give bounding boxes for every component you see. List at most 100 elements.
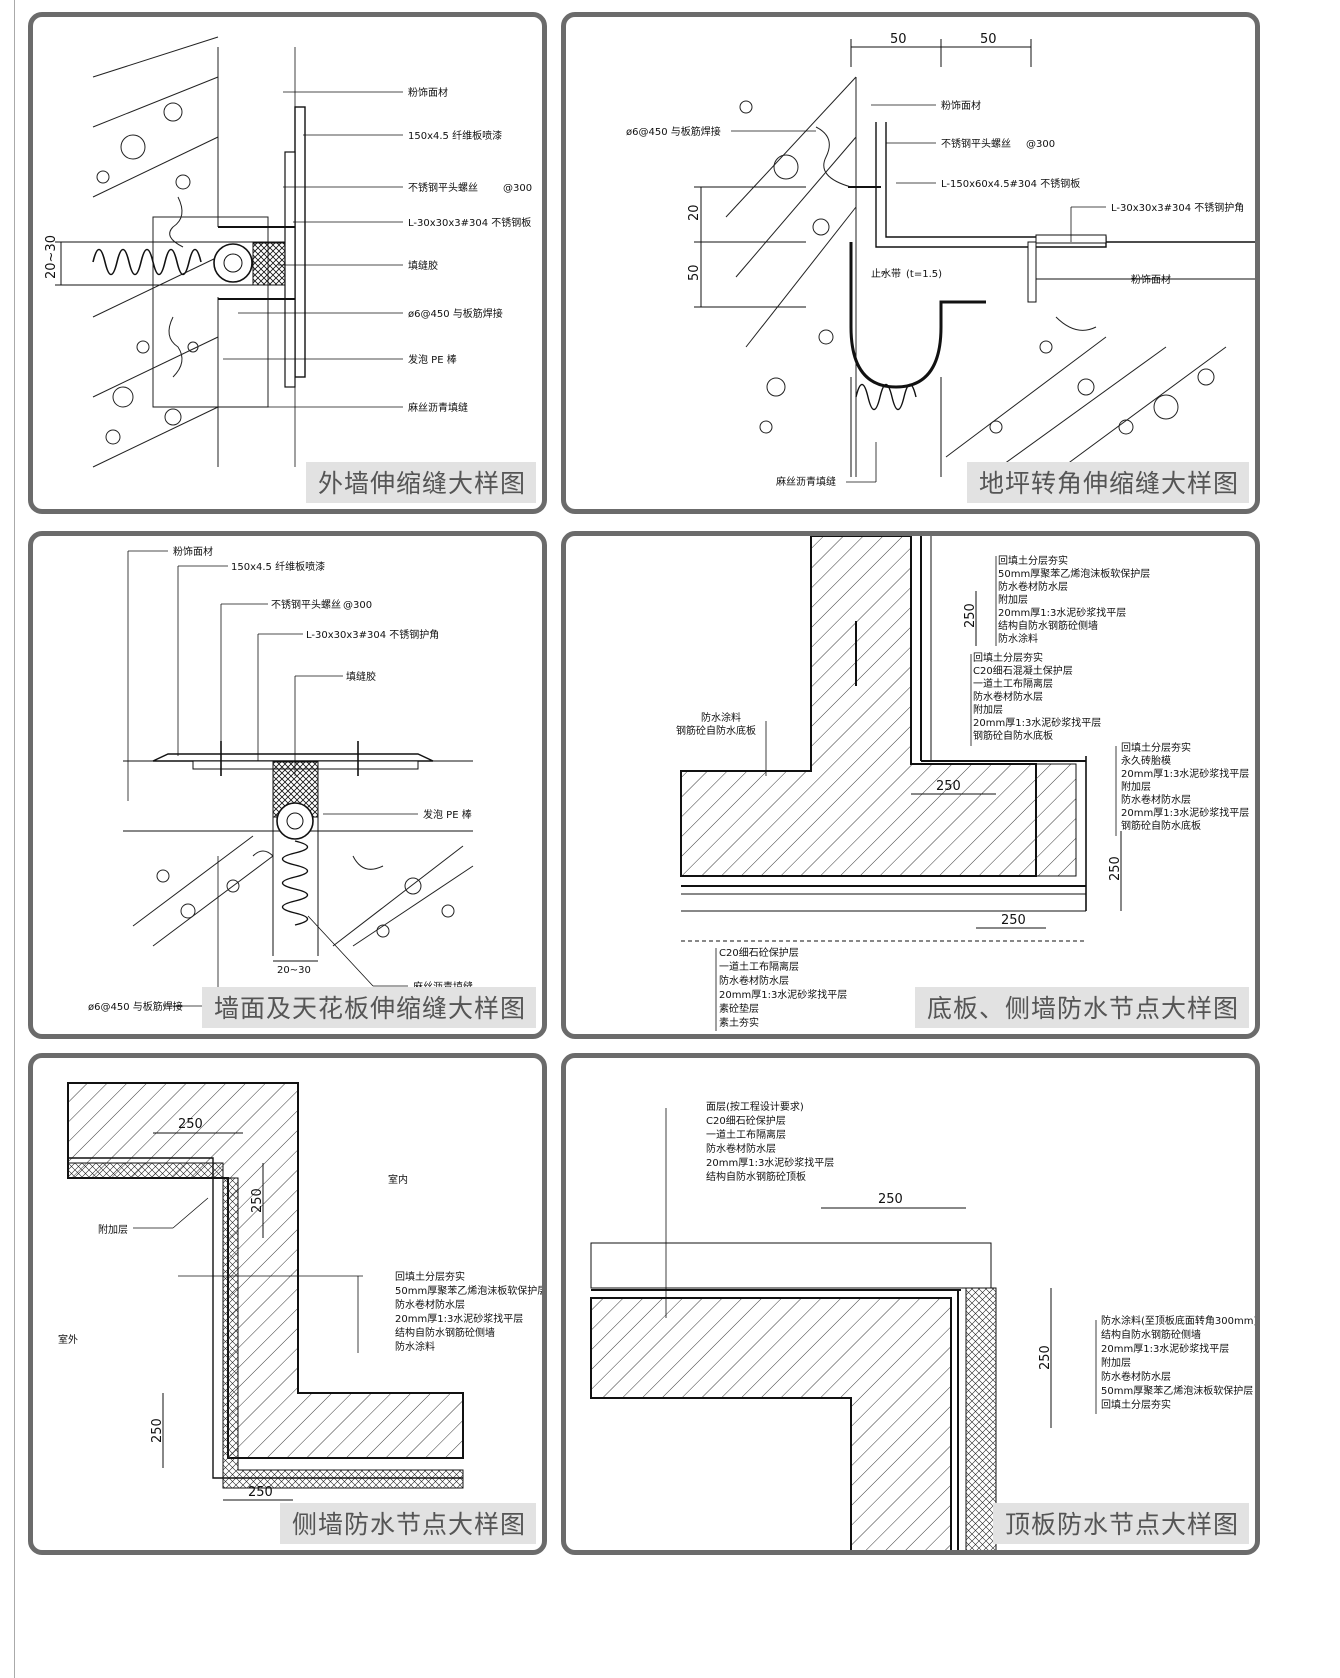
note: 50mm厚聚苯乙烯泡沫板软保护层 [998, 567, 1150, 580]
label-screw-spacing: @300 [503, 183, 532, 194]
notes-bottom: C20细石砼保护层 一道土工布隔离层 防水卷材防水层 20mm厚1:3水泥砂浆找… [719, 946, 847, 1029]
label-screw: 不锈钢平头螺丝 [941, 137, 1011, 150]
note: 20mm厚1:3水泥砂浆找平层 [706, 1156, 834, 1169]
note: 钢筋砼自防水底板 [973, 729, 1053, 742]
notes-layers: 回填土分层夯实 50mm厚聚苯乙烯泡沫板软保护层 防水卷材防水层 20mm厚1:… [395, 1270, 547, 1353]
label-finish: 粉饰面材 [173, 545, 213, 558]
dim-left-1: 20 [687, 204, 702, 221]
note: 回填土分层夯实 [1121, 741, 1191, 754]
label-fiber-board: 150x4.5 纤维板喷漆 [408, 129, 502, 142]
label-finish: 粉饰面材 [941, 99, 981, 112]
note: 一道土工布隔离层 [719, 960, 799, 973]
note: 素土夯实 [719, 1016, 759, 1029]
note: 钢筋砼自防水底板 [676, 724, 756, 737]
drawing-exterior-wall-joint: 20~30 粉饰面材 150x4.5 纤维板喷漆 不锈钢平头螺丝 @300 L-… [44, 36, 532, 468]
label-waterstop: 止水带 [871, 268, 901, 280]
dim-d: 250 [248, 1485, 273, 1500]
note: 20mm厚1:3水泥砂浆找平层 [1121, 767, 1249, 780]
label-screw: 不锈钢平头螺丝 [271, 598, 341, 611]
caption: 侧墙防水节点大样图 [279, 1503, 536, 1544]
note: 20mm厚1:3水泥砂浆找平层 [719, 988, 847, 1001]
note: 防水卷材防水层 [1121, 793, 1191, 806]
panel-floor-wall-waterproof: 250 250 250 250 回填土分层夯实 50mm厚聚苯乙烯泡沫板软保护层… [561, 531, 1260, 1039]
note: C20细石砼保护层 [719, 946, 799, 959]
dim-c: 250 [1108, 856, 1123, 881]
label-pe-rod: 发泡 PE 棒 [423, 808, 472, 821]
dim-a: 250 [963, 603, 978, 628]
label-screw: 不锈钢平头螺丝 [408, 181, 478, 194]
dim-top-2: 50 [980, 32, 997, 47]
dim-gap: 20~30 [44, 235, 59, 279]
label-steel-angle: L-30x30x3#304 不锈钢板 [408, 216, 531, 229]
label-steel-angle: L-30x30x3#304 不锈钢护角 [1111, 201, 1244, 214]
note: 防水涂料(至顶板底面转角300mm) [1101, 1314, 1257, 1327]
note: 20mm厚1:3水泥砂浆找平层 [1101, 1342, 1229, 1355]
note: 防水涂料 [395, 1340, 435, 1353]
drawing-floor-corner-joint: 50 50 20 50 粉饰面材 不锈钢平头螺丝 @300 L-150x60x4… [626, 32, 1255, 488]
note: 附加层 [998, 593, 1028, 606]
label-rebar: ø6@450 与板筋焊接 [88, 1000, 183, 1013]
caption: 外墙伸缩缝大样图 [305, 462, 536, 503]
panel-side-wall-waterproof: 250 250 250 250 室内 室外 附加层 回填土分层夯实 50mm厚聚… [28, 1053, 547, 1555]
label-rebar: ø6@450 与板筋焊接 [626, 125, 721, 138]
dim-b: 250 [1038, 1345, 1053, 1370]
note: 结构自防水钢筋砼侧墙 [395, 1326, 495, 1339]
note: 钢筋砼自防水底板 [1121, 819, 1201, 832]
note: 防水涂料 [701, 711, 741, 724]
note: 回填土分层夯实 [395, 1270, 465, 1283]
note: 永久砖胎模 [1121, 754, 1171, 767]
notes-left: 防水涂料 钢筋砼自防水底板 [676, 711, 756, 737]
note: 防水卷材防水层 [973, 690, 1043, 703]
caption: 顶板防水节点大样图 [992, 1503, 1249, 1544]
dim-c: 250 [150, 1418, 165, 1443]
label-outdoor: 室外 [58, 1333, 78, 1346]
drawing-floor-wall-waterproof: 250 250 250 250 回填土分层夯实 50mm厚聚苯乙烯泡沫板软保护层… [676, 536, 1249, 1031]
label-screw-spacing: @300 [1026, 139, 1055, 150]
note: C20细石混凝土保护层 [973, 664, 1073, 677]
panel-floor-corner-joint: 50 50 20 50 粉饰面材 不锈钢平头螺丝 @300 L-150x60x4… [561, 12, 1260, 514]
note: 回填土分层夯实 [973, 651, 1043, 664]
note: 附加层 [973, 703, 1003, 716]
label-rebar: ø6@450 与板筋焊接 [408, 307, 503, 320]
note: 结构自防水钢筋砼侧墙 [1101, 1328, 1201, 1341]
note: 一道土工布隔离层 [973, 677, 1053, 690]
notes-top: 面层(按工程设计要求) C20细石砼保护层 一道土工布隔离层 防水卷材防水层 2… [706, 1100, 834, 1183]
caption: 底板、侧墙防水节点大样图 [914, 987, 1249, 1028]
label-waterstop-thickness: (t=1.5) [906, 269, 942, 280]
label-sealant: 填缝胶 [408, 259, 438, 272]
label-finish: 粉饰面材 [408, 86, 448, 99]
panel-wall-ceiling-joint: 20~30 粉饰面材 150x4.5 纤维板喷漆 不锈钢平头螺丝 @300 L-… [28, 531, 547, 1039]
note: 50mm厚聚苯乙烯泡沫板软保护层 [1101, 1384, 1253, 1397]
note: 回填土分层夯实 [1101, 1398, 1171, 1411]
note: 50mm厚聚苯乙烯泡沫板软保护层 [395, 1284, 547, 1297]
note: 面层(按工程设计要求) [706, 1100, 804, 1113]
note: 20mm厚1:3水泥砂浆找平层 [1121, 806, 1249, 819]
note: 一道土工布隔离层 [706, 1128, 786, 1141]
dim-b: 250 [250, 1188, 265, 1213]
label-finish-right: 粉饰面材 [1131, 273, 1171, 286]
label-sealant: 填缝胶 [346, 670, 376, 683]
label-pe-rod: 发泡 PE 棒 [408, 353, 457, 366]
note: 结构自防水钢筋砼侧墙 [998, 619, 1098, 632]
drawing-roof-slab-waterproof: 250 250 面层(按工程设计要求) C20细石砼保护层 一道土工布隔离层 防… [590, 1100, 1257, 1550]
note: 防水卷材防水层 [706, 1142, 776, 1155]
notes-right: 防水涂料(至顶板底面转角300mm) 结构自防水钢筋砼侧墙 20mm厚1:3水泥… [1101, 1314, 1257, 1411]
label-indoor: 室内 [388, 1173, 408, 1186]
dim-b: 250 [936, 779, 961, 794]
note: 20mm厚1:3水泥砂浆找平层 [998, 606, 1126, 619]
notes-right: 回填土分层夯实 永久砖胎模 20mm厚1:3水泥砂浆找平层 附加层 防水卷材防水… [1121, 741, 1249, 832]
panel-exterior-wall-joint: 20~30 粉饰面材 150x4.5 纤维板喷漆 不锈钢平头螺丝 @300 L-… [28, 12, 547, 514]
dim-d: 250 [1001, 913, 1026, 928]
note: 20mm厚1:3水泥砂浆找平层 [973, 716, 1101, 729]
label-fiber-board: 150x4.5 纤维板喷漆 [231, 560, 325, 573]
dim-top-1: 50 [890, 32, 907, 47]
panel-roof-slab-waterproof: 250 250 面层(按工程设计要求) C20细石砼保护层 一道土工布隔离层 防… [561, 1053, 1260, 1555]
note: 附加层 [1101, 1356, 1131, 1369]
drawing-side-wall-waterproof: 250 250 250 250 室内 室外 附加层 回填土分层夯实 50mm厚聚… [58, 1082, 547, 1501]
notes-mid: 回填土分层夯实 C20细石混凝土保护层 一道土工布隔离层 防水卷材防水层 附加层… [973, 651, 1101, 742]
note: 20mm厚1:3水泥砂浆找平层 [395, 1312, 523, 1325]
notes-top: 回填土分层夯实 50mm厚聚苯乙烯泡沫板软保护层 防水卷材防水层 附加层 20m… [998, 554, 1150, 645]
left-edge-strip [0, 0, 15, 1678]
note: 防水卷材防水层 [1101, 1370, 1171, 1383]
note: 结构自防水钢筋砼顶板 [706, 1170, 806, 1183]
